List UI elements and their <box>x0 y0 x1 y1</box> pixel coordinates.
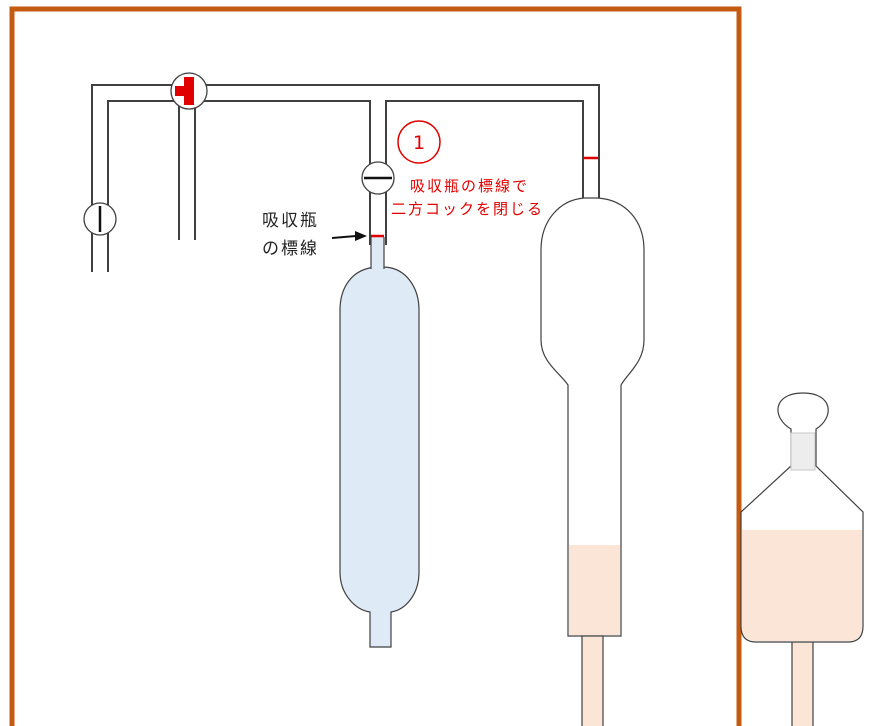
marker-label-line1: 吸収瓶 <box>262 211 319 231</box>
step-badge: 1 <box>397 120 441 164</box>
mark-pointer-arrow <box>331 231 367 241</box>
leveling-bottle-outlet <box>791 639 814 726</box>
leveling-bottle-liquid <box>742 530 862 625</box>
burette-bulb <box>540 197 645 637</box>
instruction-line1: 吸収瓶の標線で <box>410 177 529 195</box>
absorption-bottle-neck <box>371 237 384 269</box>
three-way-stopcock-handle <box>175 77 194 105</box>
burette-liquid <box>569 545 620 635</box>
two-way-stopcock[interactable] <box>361 161 395 195</box>
leveling-bottle-window <box>790 432 816 471</box>
left-stopcock[interactable] <box>83 202 117 236</box>
burette-drain-tube <box>581 635 604 726</box>
absorption-bottle <box>339 234 420 648</box>
absorption-bottle-body <box>339 266 420 648</box>
step-number: 1 <box>413 132 425 154</box>
leveling-bottle <box>740 392 864 726</box>
instruction-line2: 二方コックを閉じる <box>391 200 544 218</box>
gas-burette <box>540 156 645 726</box>
three-way-stopcock[interactable] <box>170 72 208 110</box>
marker-label-line2: の標線 <box>262 239 319 259</box>
